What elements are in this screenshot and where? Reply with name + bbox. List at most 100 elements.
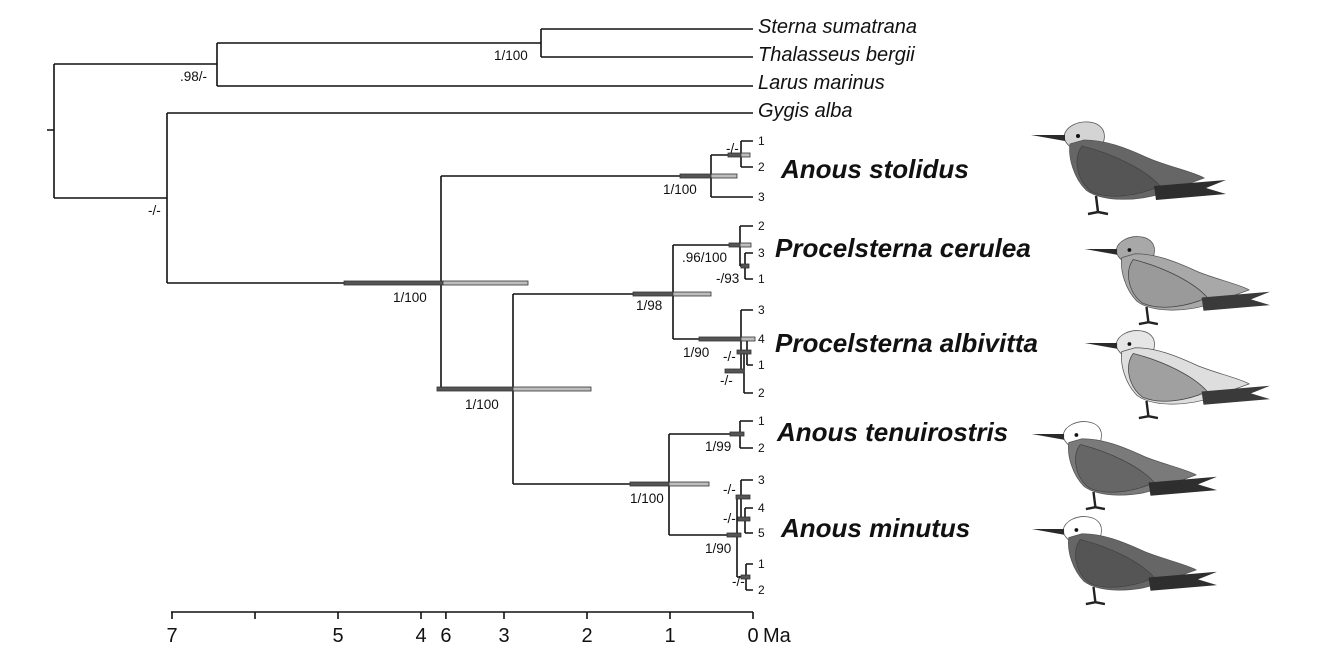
- hpd-tenmin-dark: [629, 481, 670, 487]
- hpd-min345: [735, 494, 751, 500]
- hpd-alb-light: [740, 336, 756, 342]
- support-value-s_alb: 1/90: [683, 345, 709, 360]
- support-value-s_proc: 1/98: [636, 298, 662, 313]
- hpd-noddies-dark: [343, 280, 444, 286]
- support-value-s_min: 1/90: [705, 541, 731, 556]
- bird-wing-icon: [1128, 259, 1208, 308]
- taxon-label-sternaSumatrana: Sterna sumatrana: [758, 16, 917, 38]
- ingroup-branch: [166, 112, 753, 284]
- bird-wing-icon: [1075, 444, 1155, 493]
- bird-eye-icon: [1074, 528, 1079, 532]
- hpd-rest-light: [512, 386, 592, 392]
- tip-number-sto3: 3: [758, 190, 765, 204]
- taxon-label-thalasseusBergii: Thalasseus bergii: [758, 44, 915, 66]
- tip-number-ten1: 1: [758, 414, 765, 428]
- tip-number-min1: 1: [758, 557, 765, 571]
- tip-number-sto1: 1: [758, 134, 765, 148]
- support-value-s_cer31: -/93: [716, 271, 739, 286]
- bird-beak-icon: [1031, 529, 1065, 535]
- bird-leg-icon: [1085, 491, 1106, 511]
- hpd-cer-light: [739, 242, 752, 248]
- tip-number-cer3: 3: [758, 246, 765, 260]
- outgroup-branch: [216, 28, 753, 87]
- bird-cerulea-illustration: [1084, 236, 1270, 326]
- tip-number-alb4: 4: [758, 332, 765, 346]
- hpd-rest-dark: [436, 386, 514, 392]
- support-value-s_ten: 1/99: [705, 439, 731, 454]
- hpd-cer31: [740, 263, 750, 269]
- root-branch: [47, 63, 217, 199]
- tip-number-min5: 5: [758, 526, 765, 540]
- bird-beak-icon: [1031, 434, 1065, 440]
- hpd-bars: [343, 152, 756, 580]
- support-value-s_min12: -/-: [732, 574, 745, 589]
- hpd-proc-light: [672, 291, 712, 297]
- clade-label-tenuirostris: Anous tenuirostris: [776, 417, 1008, 447]
- bird-wing-icon: [1128, 353, 1208, 402]
- bird-eye-icon: [1127, 248, 1132, 252]
- axis-tick-label: 6: [440, 625, 451, 647]
- hpd-min45: [737, 516, 751, 522]
- support-value-s_sto12: -/-: [726, 141, 739, 156]
- axis-tick-label: 0: [747, 625, 758, 647]
- hpd-tenmin-light: [668, 481, 710, 487]
- bird-leg-icon: [1138, 306, 1159, 326]
- support-value-s_noddies: 1/100: [393, 290, 427, 305]
- tip-number-min2: 2: [758, 583, 765, 597]
- bird-beak-icon: [1031, 135, 1065, 141]
- hpd-alb-dark: [698, 336, 742, 342]
- support-value-s_sto: 1/100: [663, 182, 697, 197]
- bird-illustrations: [1031, 121, 1270, 606]
- axis-tick-label: 7: [166, 625, 177, 647]
- tip-number-cer1: 1: [758, 272, 765, 286]
- support-value-s_sternaThal: 1/100: [494, 48, 528, 63]
- tip-number-min3: 3: [758, 473, 765, 487]
- tip-number-alb3: 3: [758, 303, 765, 317]
- bird-tail-icon: [1201, 291, 1270, 311]
- bird-eye-icon: [1127, 342, 1132, 346]
- clade-label-minutus: Anous minutus: [780, 513, 970, 543]
- tip-number-sto2: 2: [758, 160, 765, 174]
- bird-eye-icon: [1074, 433, 1079, 437]
- hpd-sto12-light: [740, 152, 751, 158]
- tip-number-ten2: 2: [758, 441, 765, 455]
- support-value-s_rootIngroup: -/-: [148, 203, 161, 218]
- bird-tenuirostris-illustration: [1031, 421, 1217, 511]
- hpd-alb41: [736, 349, 752, 355]
- bird-eye-icon: [1076, 134, 1080, 138]
- bird-minutus-illustration: [1031, 516, 1217, 606]
- tip-number-min4: 4: [758, 501, 765, 515]
- support-value-s_tenmin: 1/100: [630, 491, 664, 506]
- axis-tick-label: 5: [332, 625, 343, 647]
- clade-label-cerulea: Procelsterna cerulea: [775, 233, 1031, 263]
- axis-unit-label: Ma: [763, 625, 792, 647]
- axis-tick-label: 4: [415, 625, 426, 647]
- tip-number-cer2: 2: [758, 219, 765, 233]
- support-value-s_outgroup: .98/-: [180, 69, 207, 84]
- bird-leg-icon: [1085, 586, 1106, 606]
- hpd-min12: [740, 574, 751, 580]
- bird-tail-icon: [1148, 476, 1217, 496]
- bird-tail-icon: [1154, 180, 1226, 200]
- bird-leg-icon: [1138, 400, 1159, 420]
- hpd-noddies-light: [442, 280, 529, 286]
- support-value-s_min345: -/-: [723, 482, 736, 497]
- clade-label-stolidus: Anous stolidus: [780, 154, 969, 184]
- support-value-s_cer: .96/100: [682, 250, 727, 265]
- taxon-label-larusMarinus: Larus marinus: [758, 72, 885, 94]
- bird-beak-icon: [1084, 249, 1118, 255]
- support-value-s_rest: 1/100: [465, 397, 499, 412]
- bird-wing-icon: [1076, 145, 1161, 197]
- bird-albivitta-illustration: [1084, 330, 1270, 420]
- hpd-ten: [729, 431, 745, 437]
- axis-tick-label: 3: [498, 625, 509, 647]
- axis-tick-label: 1: [664, 625, 675, 647]
- cerulea-branch: [739, 225, 753, 280]
- bird-beak-icon: [1084, 343, 1118, 349]
- hpd-cer-dark: [728, 242, 741, 248]
- hpd-proc-dark: [632, 291, 674, 297]
- tip-number-alb1: 1: [758, 358, 765, 372]
